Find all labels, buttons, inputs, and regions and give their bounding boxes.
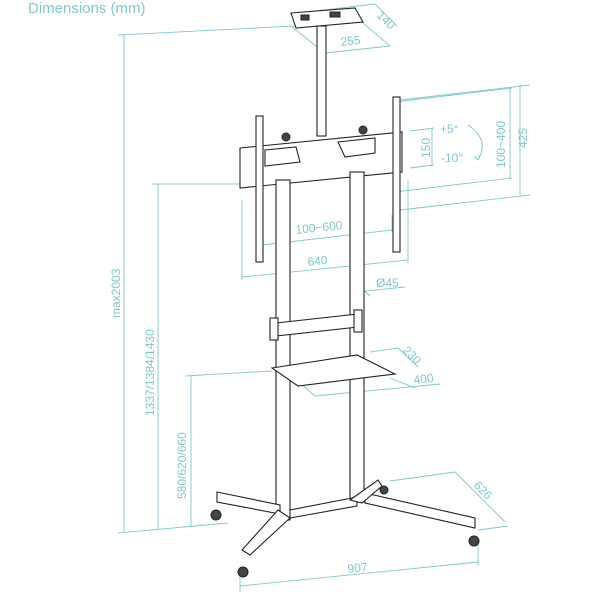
label-base-width: 907 <box>347 560 369 576</box>
label-bracket-width: 640 <box>307 253 329 269</box>
label-mount-heights: 1337/1384/1430 <box>143 329 157 416</box>
diagram-title: Dimensions (mm) <box>28 0 146 17</box>
tv-stand-drawing <box>210 7 480 578</box>
label-bracket-height: 425 <box>516 128 530 148</box>
label-vesa-vertical: 100~400 <box>494 121 508 168</box>
label-tilt-down: -10° <box>441 151 463 165</box>
label-vesa-horizontal: 100~600 <box>295 218 344 237</box>
label-max-height: max2003 <box>109 268 123 318</box>
label-shelf-width: 400 <box>413 371 435 387</box>
dimension-labels: 140 255 100~400 425 150 +5° -10° 100~600… <box>109 8 530 576</box>
label-shelf-heights: 580/620/660 <box>175 432 189 499</box>
label-pole-diameter: Ø45 <box>376 276 399 290</box>
label-top-shelf-width: 255 <box>340 33 362 49</box>
label-shelf-depth: 230 <box>400 343 424 367</box>
label-tilt-up: +5° <box>440 122 459 136</box>
label-top-shelf-depth: 140 <box>374 8 398 32</box>
label-tilt-span: 150 <box>419 138 433 158</box>
label-base-depth: 626 <box>471 478 495 502</box>
